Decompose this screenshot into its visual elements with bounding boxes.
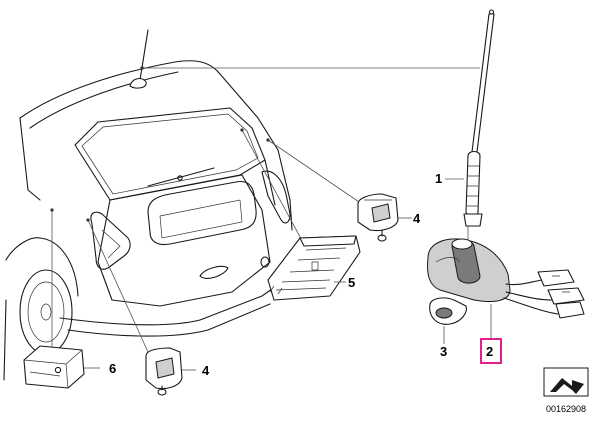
car-rear-outline-icon xyxy=(3,29,301,381)
filter-module-icon xyxy=(23,345,100,389)
callout-1: 1 xyxy=(435,171,442,186)
callout-2: 2 xyxy=(486,344,493,359)
gasket-icon xyxy=(429,297,467,344)
callout-4-lower: 4 xyxy=(202,363,210,378)
callout-5: 5 xyxy=(348,275,355,290)
rod-antenna-icon xyxy=(463,9,495,227)
callout-4-upper: 4 xyxy=(413,211,421,226)
antenna-base-icon xyxy=(427,238,585,319)
document-number: 00162908 xyxy=(546,404,586,414)
antenna-amplifier-icon-lower xyxy=(145,347,196,396)
next-page-arrow-icon[interactable] xyxy=(543,367,589,397)
antenna-amplifier-icon xyxy=(357,193,412,242)
leader-lines xyxy=(50,66,480,353)
tuner-module-icon xyxy=(267,235,361,301)
callout-6: 6 xyxy=(109,361,116,376)
callout-3: 3 xyxy=(440,344,447,359)
